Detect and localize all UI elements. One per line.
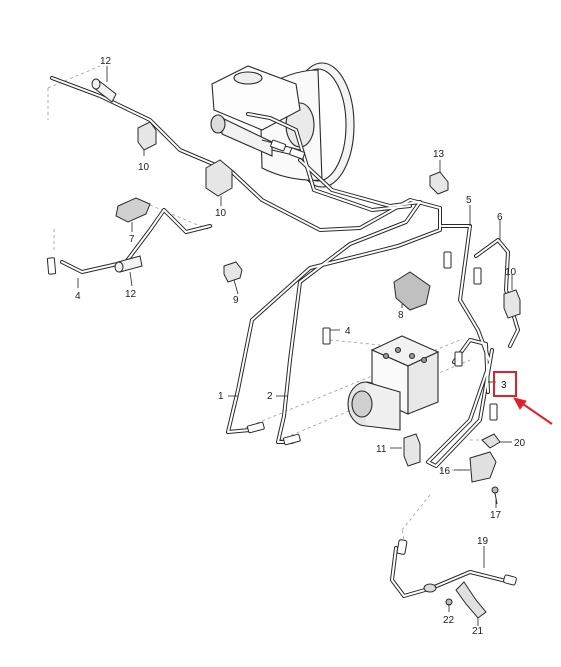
- callout-7: 7: [129, 234, 135, 245]
- callout-12-bottom: 12: [125, 289, 137, 300]
- callout-10-left: 10: [138, 162, 150, 173]
- brake-pipes: [50, 76, 520, 598]
- callout-leaders: [77, 66, 513, 626]
- callout-19: 19: [477, 536, 489, 547]
- highlight-arrow: [513, 397, 553, 425]
- callout-3: 3: [501, 380, 507, 391]
- master-cylinder: [210, 65, 307, 159]
- callout-10-right: 10: [505, 267, 517, 278]
- small-parts: [445, 433, 501, 619]
- brake-hose: [396, 539, 517, 593]
- brackets: [115, 197, 431, 311]
- pipe-clips: [137, 121, 521, 467]
- callout-9: 9: [233, 295, 239, 306]
- callout-1: 1: [218, 391, 224, 402]
- brake-booster: [259, 62, 355, 188]
- callout-4-left: 4: [75, 291, 81, 302]
- highlight-box: [493, 371, 517, 397]
- callout-13: 13: [433, 149, 445, 160]
- callout-11: 11: [376, 444, 387, 455]
- callout-6: 6: [497, 212, 503, 223]
- callout-5: 5: [466, 195, 472, 206]
- callout-8: 8: [398, 310, 404, 321]
- pipe-fittings: [46, 139, 498, 446]
- callout-21: 21: [472, 626, 484, 637]
- callout-10-mid: 10: [215, 208, 227, 219]
- callout-labels: 12 10 10 13 5 6 10 7 4 12 9 8 4 1 2 3 11…: [75, 56, 526, 637]
- abs-unit: [347, 335, 440, 431]
- callout-2: 2: [267, 391, 273, 402]
- grommets: [91, 78, 143, 273]
- callout-22: 22: [443, 615, 455, 626]
- callout-20: 20: [514, 438, 526, 449]
- callout-16: 16: [439, 466, 451, 477]
- callout-12-top: 12: [100, 56, 112, 67]
- callout-4-mid: 4: [345, 326, 351, 337]
- callout-17: 17: [490, 510, 502, 521]
